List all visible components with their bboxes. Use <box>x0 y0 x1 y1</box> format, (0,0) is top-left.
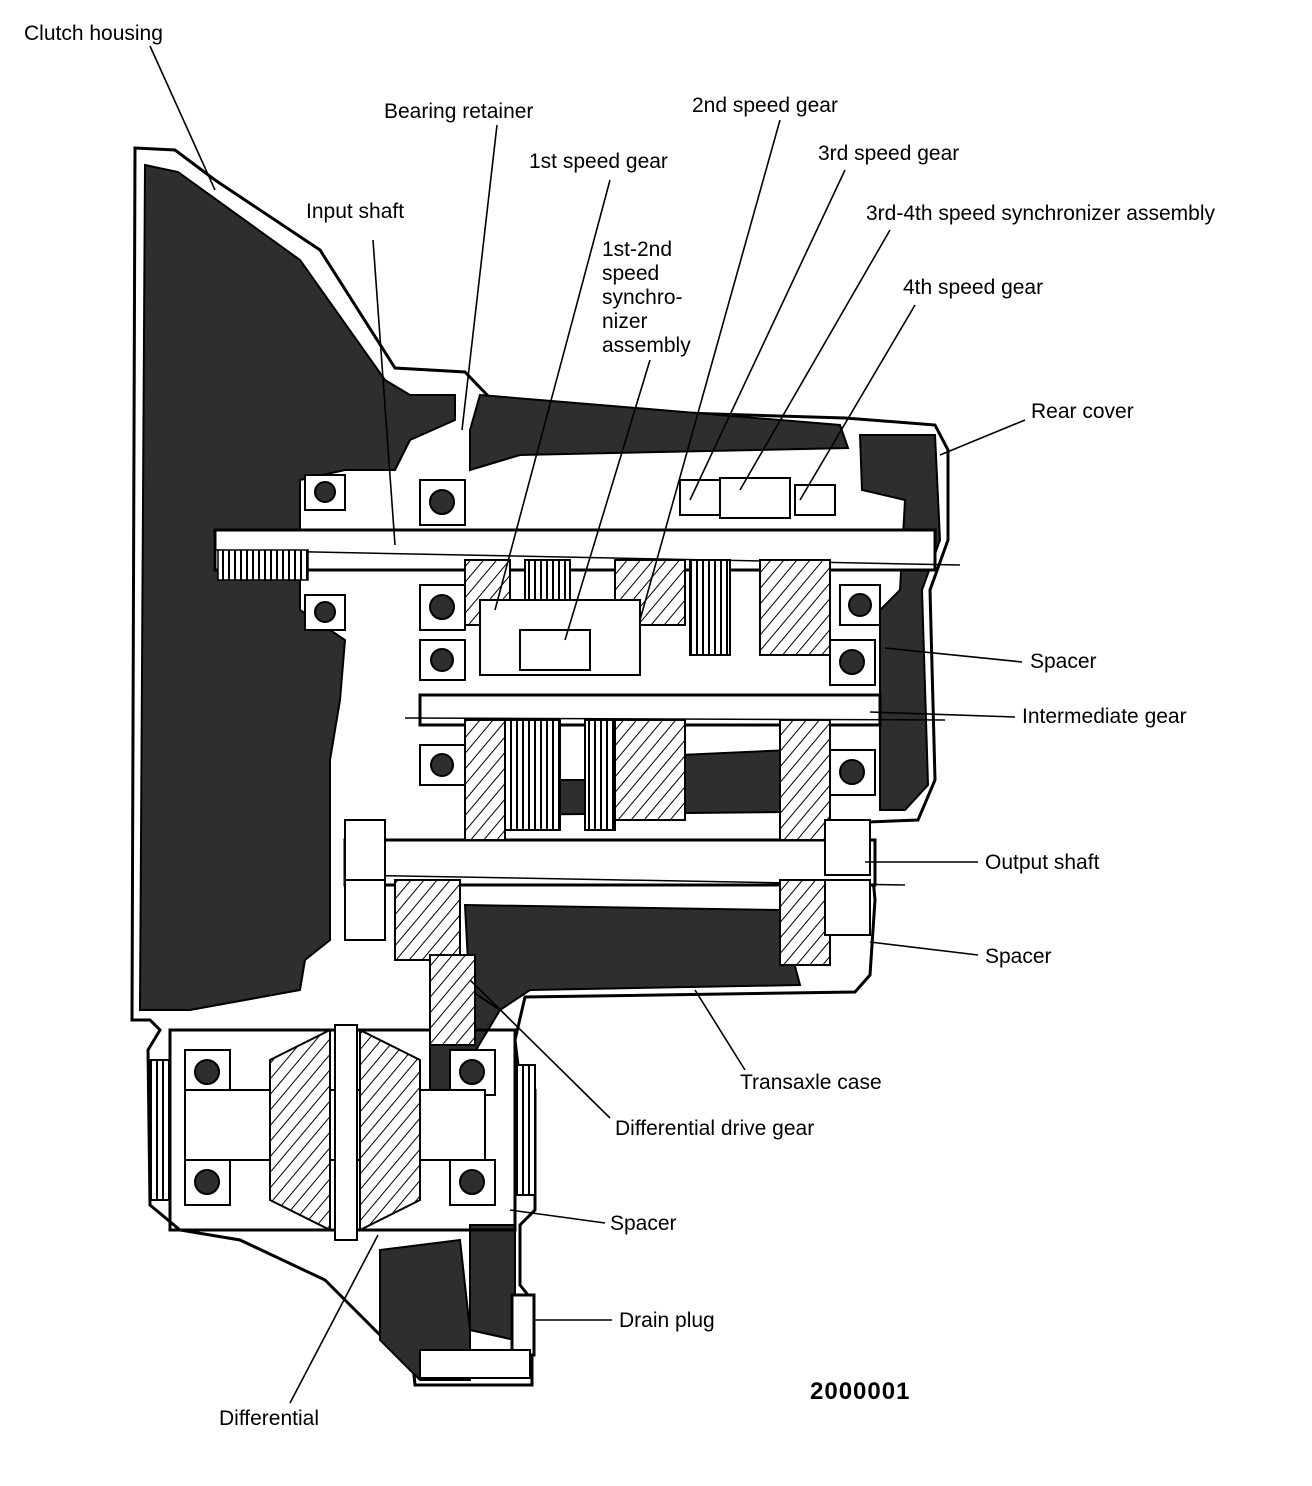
second-gear-intermediate <box>614 719 686 821</box>
label-spacer-middle: Spacer <box>985 945 1052 968</box>
fourth-gear-input <box>759 559 831 656</box>
label-second-speed-gear: 2nd speed gear <box>692 94 838 117</box>
label-rear-cover: Rear cover <box>1031 400 1134 423</box>
label-transaxle-case: Transaxle case <box>740 1071 882 1094</box>
synchro-34-sleeve <box>719 477 791 519</box>
label-spacer-lower: Spacer <box>610 1212 677 1235</box>
clutch-housing-fill <box>138 163 456 1011</box>
label-drain-plug: Drain plug <box>619 1309 715 1332</box>
third-gear-input <box>689 559 731 656</box>
label-third-speed-gear: 3rd speed gear <box>818 142 960 165</box>
synchro-12-ring <box>504 719 561 831</box>
label-bearing-retainer: Bearing retainer <box>384 100 534 123</box>
label-differential: Differential <box>219 1407 319 1430</box>
label-first-speed-gear: 1st speed gear <box>529 150 668 173</box>
output-shaft <box>343 838 877 887</box>
differential-housing-fill <box>379 1224 516 1381</box>
label-synchro-34: 3rd-4th speed synchronizer assembly <box>866 202 1216 225</box>
label-input-shaft: Input shaft <box>306 200 405 223</box>
output-pinion-rear <box>779 879 831 966</box>
label-synchro-12: 1st-2nd speed synchro- nizer assembly <box>602 238 691 357</box>
label-differential-drive-gear: Differential drive gear <box>615 1117 815 1140</box>
label-fourth-speed-gear: 4th speed gear <box>903 276 1044 299</box>
bearings <box>184 474 881 1206</box>
figure-number: 2000001 <box>810 1378 911 1405</box>
differential-drive-gear-shape <box>429 954 476 1046</box>
transaxle-case-fill <box>469 393 850 472</box>
differential-side-gears <box>269 1028 421 1232</box>
drain-plug-shape <box>510 1293 536 1357</box>
second-gear-input <box>614 559 686 626</box>
output-pinion-front <box>394 879 461 961</box>
label-clutch-housing: Clutch housing <box>24 22 163 45</box>
leader-lines <box>149 45 1026 1404</box>
label-output-shaft: Output shaft <box>985 851 1100 874</box>
label-intermediate-gear: Intermediate gear <box>1022 705 1187 728</box>
label-spacer-upper: Spacer <box>1030 650 1097 673</box>
first-gear-intermediate <box>464 719 506 841</box>
intermediate-gear-rear <box>779 719 831 841</box>
